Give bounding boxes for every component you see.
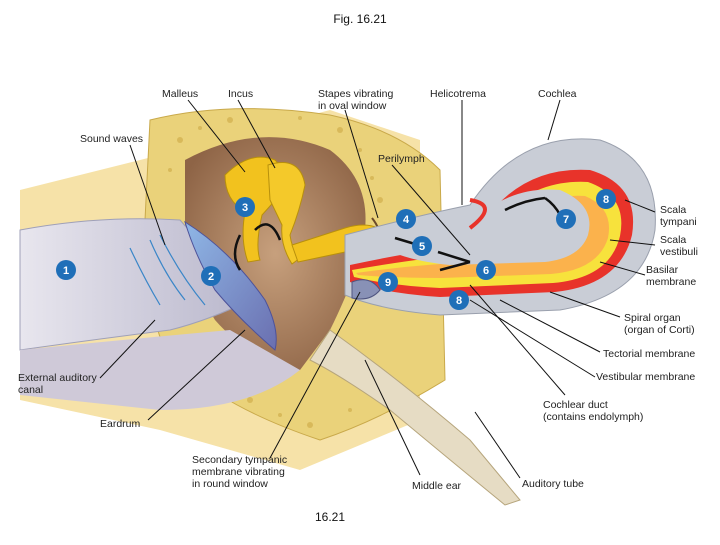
- incus-bone: [267, 162, 306, 265]
- cochlea-inner: [400, 189, 590, 265]
- label-scala-vestibuli-line1: Scala: [660, 234, 687, 246]
- step-badge: 2: [201, 266, 221, 286]
- step-number: 7: [563, 214, 569, 226]
- label-external-canal: External auditory canal: [18, 372, 97, 396]
- label-sound-waves: Sound waves: [80, 133, 144, 145]
- step-badge: 3: [235, 197, 255, 217]
- label-eardrum: Eardrum: [100, 418, 141, 430]
- label-scala-tympani-line2: tympani: [660, 216, 697, 228]
- label-secondary-line3: in round window: [192, 478, 268, 490]
- step-number: 8: [456, 295, 462, 307]
- step-badge: 7: [556, 209, 576, 229]
- label-scala-vestibuli-line2: vestibuli: [660, 246, 698, 258]
- label-stapes: Stapes vibrating in oval window: [318, 88, 393, 112]
- label-cochlear-duct: Cochlear duct (contains endolymph): [543, 399, 643, 423]
- label-middle-ear: Middle ear: [412, 480, 462, 492]
- label-stapes-line2: in oval window: [318, 100, 387, 112]
- lower-tissue: [20, 330, 300, 410]
- external-canal: [19, 218, 251, 351]
- step-badge: 8: [596, 189, 616, 209]
- label-malleus: Malleus: [162, 88, 199, 100]
- label-tectorial-membrane: Tectorial membrane: [603, 348, 696, 360]
- label-perilymph: Perilymph: [378, 153, 425, 165]
- label-cochlear-duct-line2: (contains endolymph): [543, 411, 644, 423]
- step-number: 1: [63, 265, 69, 277]
- label-secondary-line1: Secondary tympanic: [192, 454, 288, 466]
- leader-lines: [99, 99, 656, 479]
- step-number: 4: [403, 214, 410, 226]
- label-scala-tympani: Scala tympani: [660, 204, 697, 228]
- label-spiral-line1: Spiral organ: [624, 312, 681, 324]
- step-badge: 6: [476, 260, 496, 280]
- label-basilar-line2: membrane: [646, 276, 697, 288]
- step-badge: 8: [449, 290, 469, 310]
- step-badge: 9: [378, 272, 398, 292]
- step-number: 6: [483, 265, 489, 277]
- step-badge: 4: [396, 209, 416, 229]
- label-incus: Incus: [228, 88, 254, 100]
- label-spiral-line2: (organ of Corti): [624, 324, 695, 336]
- label-basilar-membrane: Basilar membrane: [646, 264, 696, 288]
- step-number: 8: [603, 194, 609, 206]
- label-auditory-tube: Auditory tube: [522, 478, 584, 490]
- helicotrema-tip: [468, 198, 487, 230]
- label-external-line2: canal: [18, 384, 44, 396]
- figure-title: Fig. 16.21: [333, 12, 387, 26]
- label-external-line1: External auditory: [18, 372, 97, 384]
- step-badge: 5: [412, 236, 432, 256]
- label-cochlea: Cochlea: [538, 88, 577, 100]
- auditory-tube-channel: [309, 329, 521, 506]
- label-basilar-line1: Basilar: [646, 264, 679, 276]
- step-number: 3: [242, 202, 248, 214]
- step-badge: 1: [56, 260, 76, 280]
- label-secondary-tympanic: Secondary tympanic membrane vibrating in…: [192, 454, 287, 490]
- step-number: 2: [208, 271, 214, 283]
- label-vestibular-membrane: Vestibular membrane: [596, 371, 696, 383]
- step-number: 5: [419, 241, 425, 253]
- label-secondary-line2: membrane vibrating: [192, 466, 285, 478]
- label-scala-vestibuli: Scala vestibuli: [660, 234, 698, 258]
- label-scala-tympani-line1: Scala: [660, 204, 687, 216]
- step-number: 9: [385, 277, 391, 289]
- figure-footer: 16.21: [314, 510, 346, 524]
- flow-arrows: [233, 196, 562, 272]
- label-spiral-organ: Spiral organ (organ of Corti): [624, 312, 695, 336]
- label-helicotrema: Helicotrema: [430, 88, 487, 100]
- step-badges: 1 2 3 4 5 6 7: [56, 189, 616, 310]
- label-stapes-line1: Stapes vibrating: [318, 88, 394, 100]
- label-cochlear-duct-line1: Cochlear duct: [543, 399, 608, 411]
